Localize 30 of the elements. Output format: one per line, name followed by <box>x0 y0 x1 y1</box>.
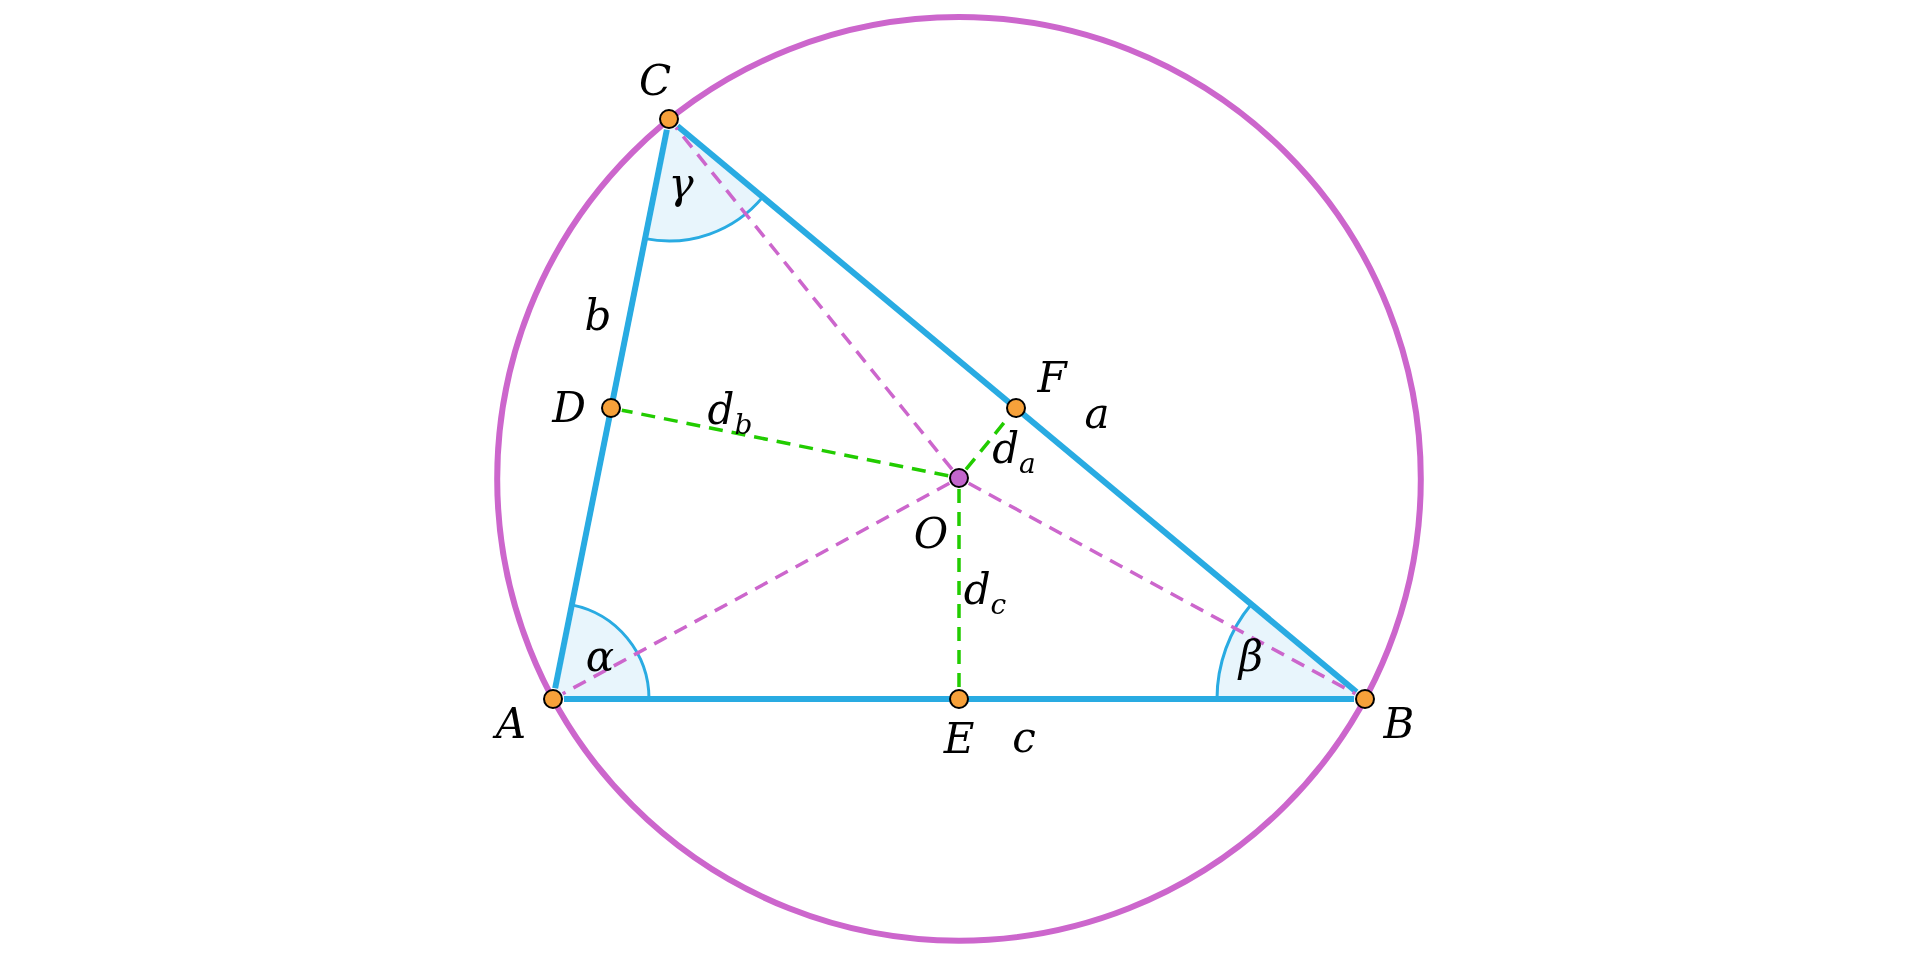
dashed-line <box>967 481 1357 696</box>
triangle-side <box>552 129 670 689</box>
point-label: C <box>638 60 672 102</box>
point-label: B <box>1383 703 1415 745</box>
dashed-line <box>621 408 949 478</box>
point-label: D <box>552 387 586 429</box>
point-label: O <box>913 513 949 555</box>
point-marker <box>1006 398 1026 418</box>
triangle-side <box>564 696 1354 702</box>
point-label: F <box>1037 357 1067 399</box>
side-label: c <box>1012 717 1036 759</box>
point-marker <box>1355 689 1375 709</box>
dashed-line <box>674 126 954 471</box>
point-label: E <box>943 718 975 760</box>
angle-label: γ <box>668 163 694 205</box>
point-marker <box>601 398 621 418</box>
dashed-line <box>957 489 961 688</box>
distance-label: d$_{c}$ <box>963 569 1007 619</box>
point-marker <box>949 689 969 709</box>
point-marker <box>949 468 969 488</box>
distance-label: d$_{a}$ <box>992 428 1036 478</box>
triangle-side <box>675 123 1359 695</box>
point-marker <box>543 689 563 709</box>
point-marker <box>659 109 679 129</box>
angle-label: β <box>1238 636 1264 678</box>
dashed-line <box>561 481 951 696</box>
distance-label: d$_{b}$ <box>707 389 753 439</box>
angle-label: α <box>585 636 615 678</box>
side-label: b <box>584 295 612 337</box>
side-label: a <box>1084 393 1110 435</box>
